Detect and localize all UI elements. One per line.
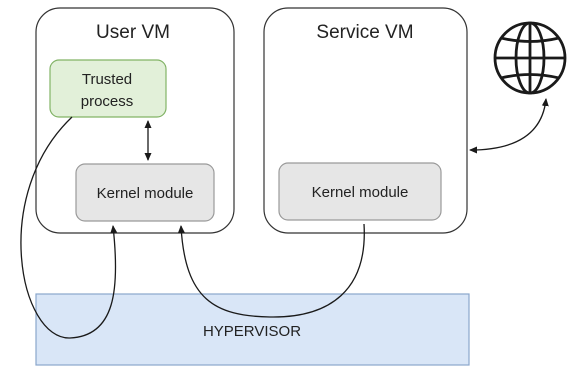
hypervisor-layer: HYPERVISOR: [35, 293, 470, 366]
hypervisor-label: HYPERVISOR: [203, 323, 301, 340]
service-vm-title: Service VM: [316, 22, 413, 43]
globe-icon: [493, 21, 567, 95]
trusted-process-label-line2: process: [81, 93, 134, 110]
trusted-process-box: [49, 59, 167, 118]
connectors: [20, 98, 549, 339]
user-kernel-module-label: Kernel module: [97, 185, 194, 202]
user-vm-title: User VM: [96, 22, 170, 43]
user-kernel-module-box: [75, 163, 215, 222]
service-kernel-module-box: [278, 162, 442, 221]
service-kernel-module-label: Kernel module: [312, 184, 409, 201]
service-user-kernel-arrow: [177, 223, 365, 318]
service-internet-arrow: [469, 98, 549, 154]
trusted-process-label-line1: Trusted: [82, 71, 132, 88]
trusted-hypervisor-loop-arrow: [20, 116, 118, 339]
hypervisor-box: [35, 293, 470, 366]
service-vm: Service VM Kernel module: [263, 7, 468, 234]
user-vm: User VM Trusted process Kernel module: [35, 7, 235, 234]
